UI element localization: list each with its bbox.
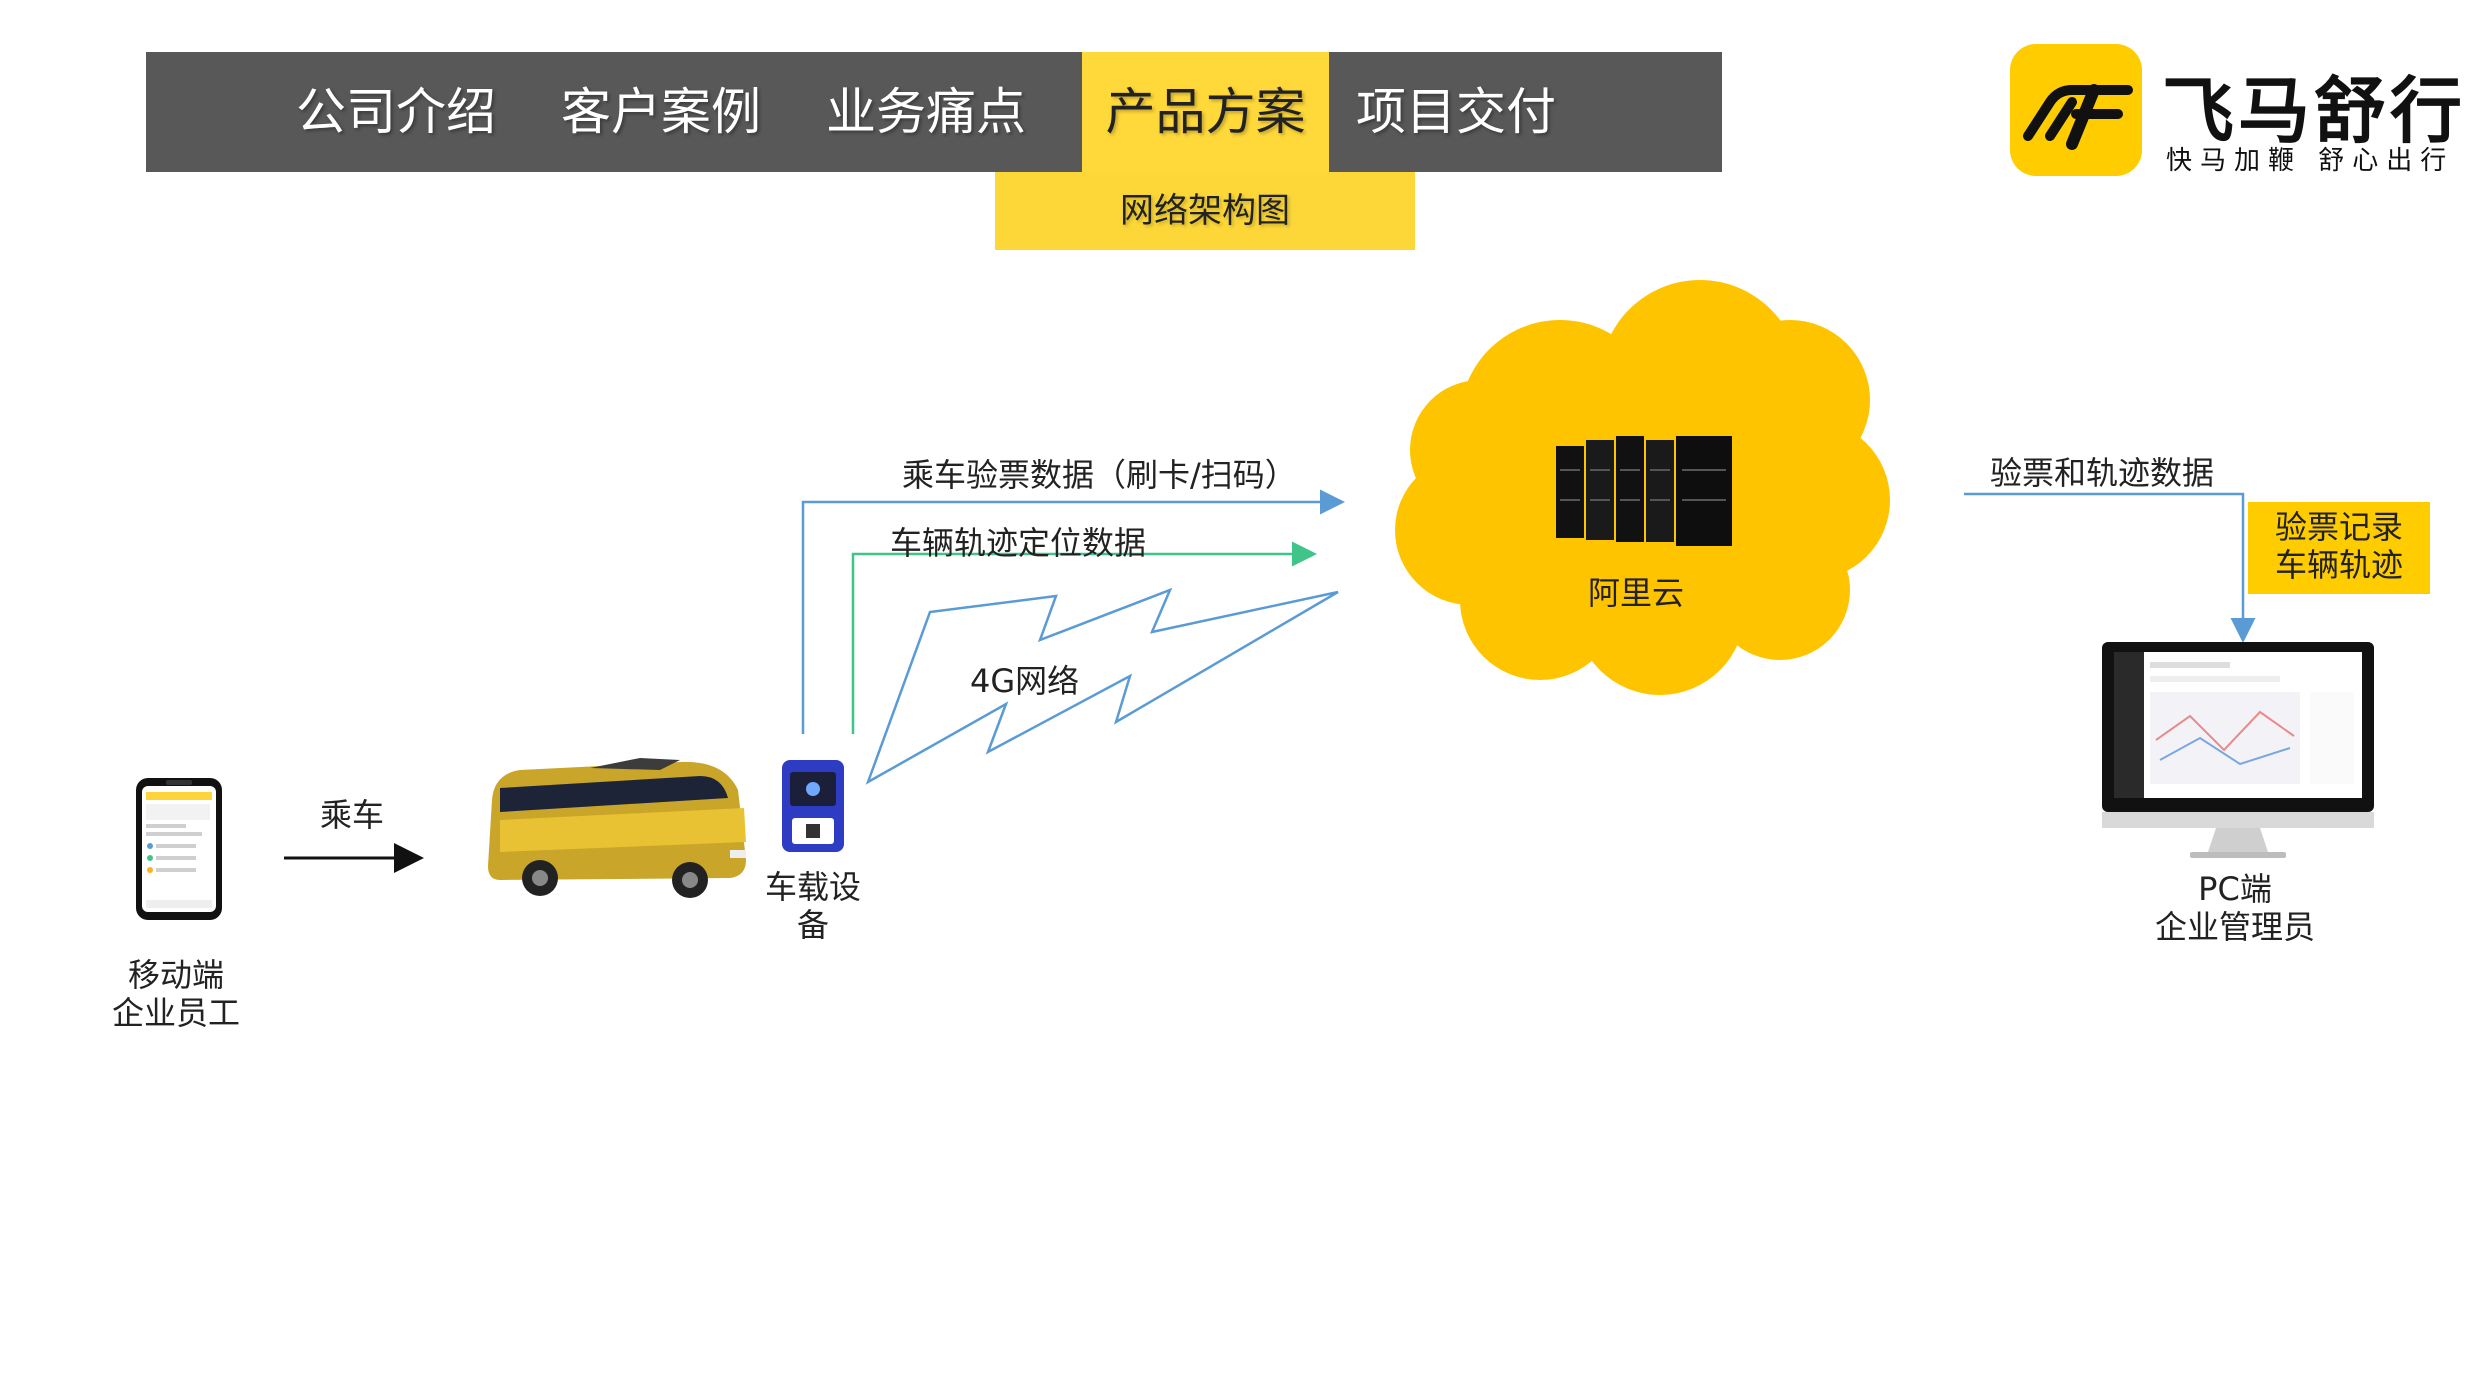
bus-icon [488,758,746,898]
ride-label: 乘车 [320,796,385,834]
track-flow-label: 车辆轨迹定位数据 [890,524,1147,562]
tab-pain-points[interactable]: 业务痛点 [826,83,1026,141]
track-flow-line [851,541,1317,734]
pc-label-line2: 企业管理员 [2154,908,2315,946]
ticket-flow-line [801,489,1345,734]
upload-flow-line [1964,492,2256,643]
mobile-label: 移动端 企业员工 [96,956,256,1032]
tab-product-solution[interactable]: 产品方案 [1082,52,1329,172]
brand-name: 飞马舒行 [2162,69,2467,153]
onboard-device-icon [782,760,844,852]
server-rack-icon [1556,436,1732,546]
upload-label: 验票和轨迹数据 [1990,454,2215,492]
ticket-flow-label: 乘车验票数据（刷卡/扫码） [902,456,1297,494]
cloud-icon [1395,280,1890,695]
subtab-network-architecture[interactable]: 网络架构图 [995,172,1415,250]
monitor-icon [2102,642,2374,858]
record-callout: 验票记录 车辆轨迹 [2248,502,2430,594]
smartphone-icon [136,778,222,920]
pc-label-line1: PC端 [2198,870,2272,908]
cloud-label: 阿里云 [1588,574,1685,612]
tab-customer-cases[interactable]: 客户案例 [561,83,761,141]
device-label: 车载设 备 [748,868,878,944]
tab-company-intro[interactable]: 公司介绍 [296,83,496,141]
callout-line2: 车辆轨迹 [2274,546,2403,584]
brand-slogan: 快马加鞭 舒心出行 [2166,146,2455,176]
device-label-line1: 车载设 [764,868,861,906]
pc-label: PC端 企业管理员 [2130,870,2340,946]
feima-logo-icon [2010,44,2142,176]
top-nav: 公司介绍 客户案例 业务痛点 产品方案 项目交付 [146,52,1722,172]
tab-project-delivery[interactable]: 项目交付 [1356,83,1556,141]
mobile-label-line2: 企业员工 [111,994,240,1032]
network-label: 4G网络 [970,662,1080,700]
mobile-label-line1: 移动端 [127,956,224,994]
device-label-line2: 备 [796,906,829,944]
feima-logo-glyph [2023,84,2133,150]
callout-line1: 验票记录 [2274,508,2403,546]
network-bolt-icon [865,587,1339,785]
